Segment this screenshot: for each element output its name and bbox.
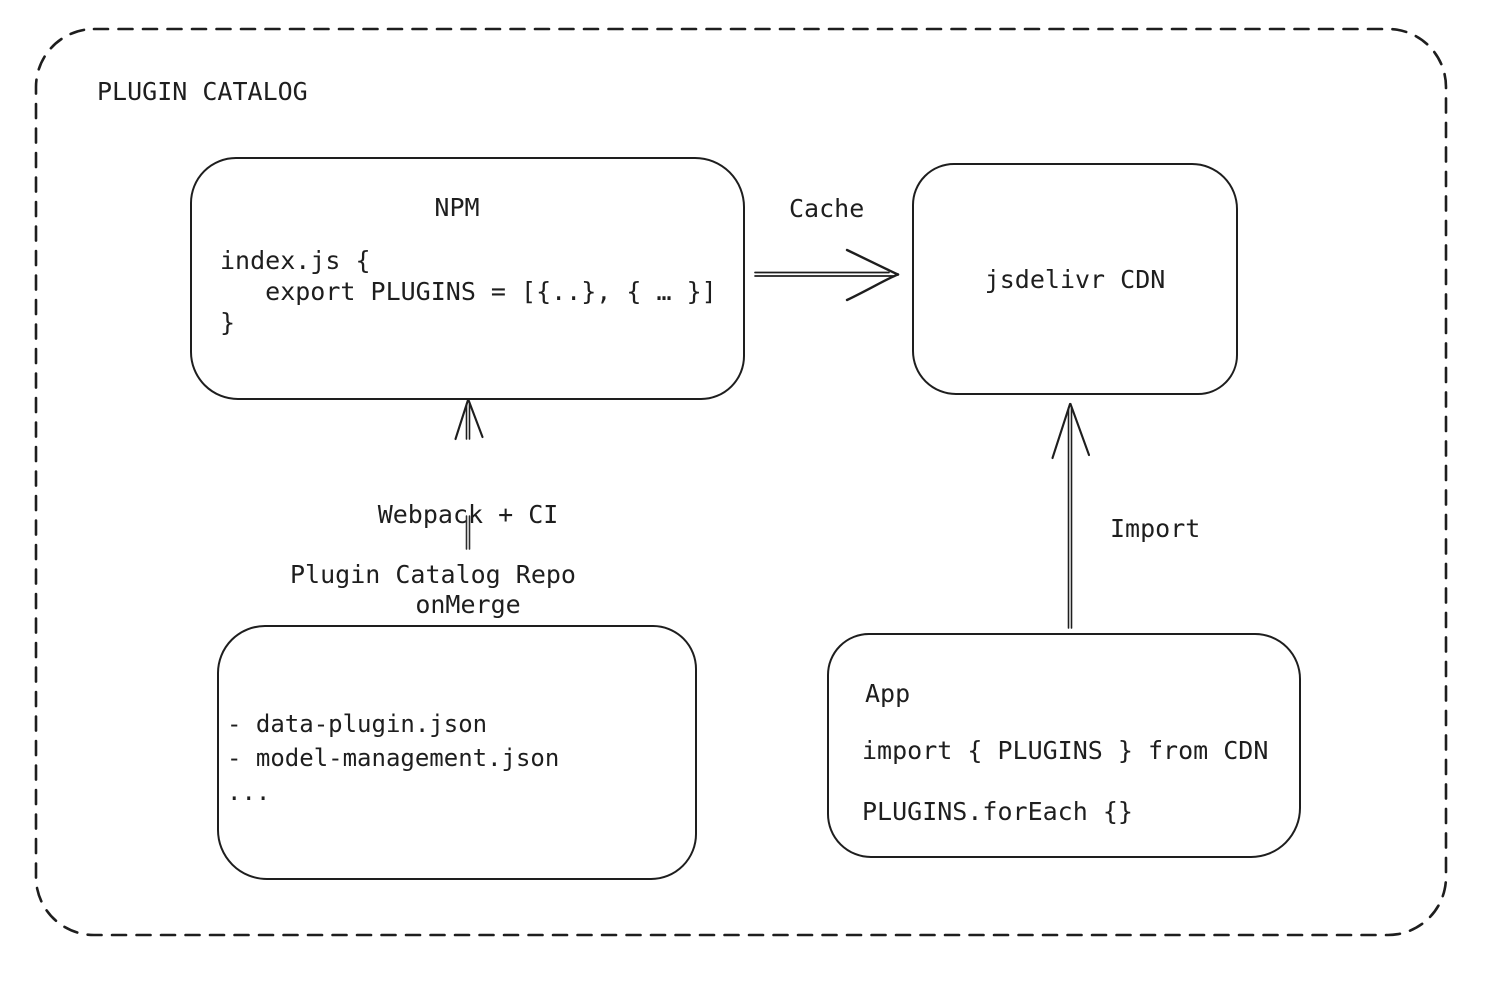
repo-node-heading: Plugin Catalog Repo — [290, 560, 576, 589]
app-code-line: PLUGINS.forEach {} — [862, 797, 1133, 826]
node-plugin-catalog-repo: - data-plugin.json - model-management.js… — [217, 625, 697, 880]
repo-file-item: ... — [227, 778, 271, 806]
build-edge-label: Webpack + CI onMerge — [368, 440, 568, 680]
app-node-title: App — [865, 679, 911, 708]
npm-code-line: } — [220, 308, 236, 337]
node-npm: NPM index.js { export PLUGINS = [{..}, {… — [190, 157, 745, 400]
build-edge-label-line2: onMerge — [415, 590, 521, 619]
repo-file-list: - data-plugin.json - model-management.js… — [227, 707, 559, 809]
build-connector-line — [465, 515, 471, 550]
import-edge-label: Import — [1110, 514, 1201, 543]
catalog-dashed-border — [34, 27, 1448, 937]
cache-arrow — [754, 248, 900, 302]
npm-code-block: index.js { export PLUGINS = [{..}, { … }… — [220, 245, 717, 338]
npm-code-line: export PLUGINS = [{..}, { … }] — [220, 277, 717, 306]
build-arrow — [454, 398, 484, 441]
import-arrow — [1051, 402, 1091, 629]
app-code-line: import { PLUGINS } from CDN — [862, 736, 1269, 765]
cache-edge-label: Cache — [789, 194, 865, 223]
node-jsdelivr-cdn: jsdelivr CDN — [912, 163, 1238, 395]
diagram-title: PLUGIN CATALOG — [97, 77, 308, 106]
repo-file-item: - data-plugin.json — [227, 710, 488, 738]
build-edge-label-line1: Webpack + CI — [377, 500, 559, 529]
npm-code-line: index.js { — [220, 246, 371, 275]
repo-file-item: - model-management.json — [227, 744, 560, 772]
cdn-node-label: jsdelivr CDN — [984, 264, 1166, 294]
node-app: App import { PLUGINS } from CDN PLUGINS.… — [827, 633, 1301, 858]
npm-node-title: NPM — [434, 193, 480, 222]
